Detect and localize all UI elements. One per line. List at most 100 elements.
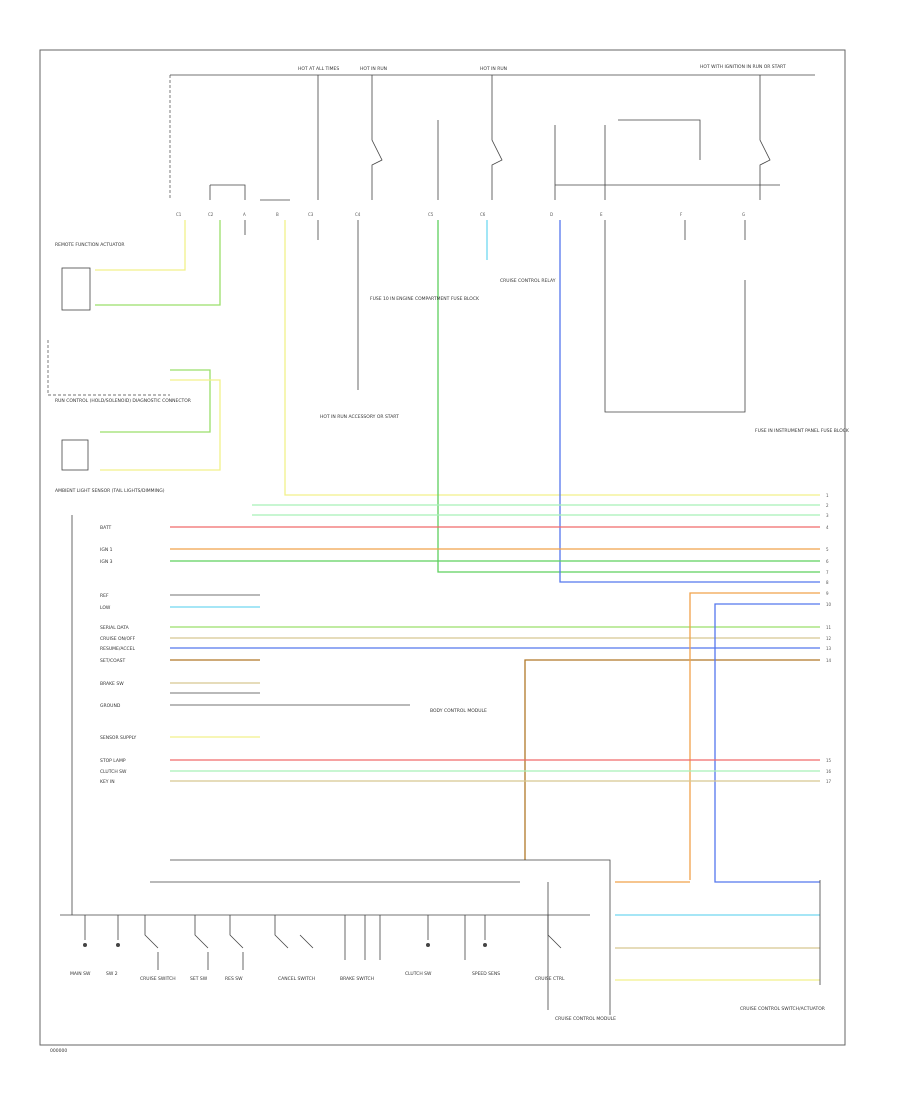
svg-text:5: 5 [826,547,829,552]
bottom-switch-row: MAIN SW SW 2 CRUISE SWITCH SET SW RES SW… [70,915,565,982]
svg-text:C5: C5 [428,212,434,217]
pin-label: CLUTCH SW [100,769,127,775]
svg-text:7: 7 [826,570,829,575]
wire-green-1 [95,220,221,306]
black-signal-wires [60,220,821,1015]
svg-text:2: 2 [826,503,829,508]
feed-label-1: HOT AT ALL TIMES [298,66,339,72]
middle-annotations: HOT IN RUN ACCESSORY OR START FUSE 10 IN… [320,278,850,1022]
svg-text:C4: C4 [355,212,361,217]
svg-text:SW 2: SW 2 [106,971,118,977]
bottom-right-label: CRUISE CONTROL SWITCH/ACTUATOR [740,1006,825,1012]
wire-blue-main [559,220,820,583]
switch: RES SW [225,915,244,982]
pin-label: GROUND [100,703,121,709]
svg-text:MAIN SW: MAIN SW [70,971,91,977]
svg-text:C1: C1 [176,212,182,217]
mid-label-3: CRUISE CONTROL RELAY [500,278,556,284]
svg-text:13: 13 [826,646,832,651]
switch: CLUTCH SW [405,915,432,977]
left-label-3: AMBIENT LIGHT SENSOR (TAIL LIGHTS/DIMMIN… [55,488,165,494]
module-pin-labels: BATT IGN 1 IGN 3 REF LOW SERIAL DATA CRU… [100,525,137,785]
svg-text:BRAKE SWITCH: BRAKE SWITCH [340,976,374,982]
pin-label: REF [100,593,109,599]
figure-id: 000000 [50,1048,67,1054]
svg-text:8: 8 [826,580,829,585]
svg-text:C6: C6 [480,212,486,217]
pin-label: IGN 1 [100,547,113,553]
switch: SW 2 [106,915,120,977]
pin-label: SENSOR SUPPLY [100,735,137,741]
svg-text:15: 15 [826,758,832,763]
mid-label-2: FUSE 10 IN ENGINE COMPARTMENT FUSE BLOCK [370,296,480,302]
svg-text:4: 4 [826,525,829,530]
light-sensor-box [61,439,89,471]
svg-text:D: D [550,212,553,217]
svg-text:3: 3 [826,513,829,518]
pin-label: RESUME/ACCEL [100,646,135,652]
feed-label-4: HOT WITH IGNITION IN RUN OR START [700,64,786,70]
right-wire-endpoints: 1 2 3 4 5 6 7 8 9 10 11 12 13 14 15 16 1… [826,493,832,784]
wire-lime-diag [100,369,211,433]
svg-text:11: 11 [826,625,832,630]
svg-text:1: 1 [826,493,829,498]
switch: CRUISE CTRL [535,915,565,982]
svg-text:10: 10 [826,602,832,607]
left-label-1: REMOTE FUNCTION ACTUATOR [55,242,125,248]
svg-text:G: G [742,212,745,217]
diagram-frame [39,49,846,1046]
svg-text:B: B [276,212,279,217]
pin-label: IGN 3 [100,559,113,565]
feed-label-2: HOT IN RUN [360,66,387,72]
svg-text:C2: C2 [208,212,214,217]
svg-text:14: 14 [826,658,832,663]
module-label-ccm: CRUISE CONTROL MODULE [555,1016,616,1022]
svg-text:CRUISE SWITCH: CRUISE SWITCH [140,976,176,982]
svg-text:6: 6 [826,559,829,564]
svg-text:C3: C3 [308,212,314,217]
svg-text:12: 12 [826,636,832,641]
wire-yellow-main [284,220,820,496]
pin-label: LOW [100,605,111,611]
svg-text:CLUTCH SW: CLUTCH SW [405,971,432,977]
wire-brown-loop [524,659,820,860]
svg-text:RES SW: RES SW [225,976,243,982]
svg-text:CANCEL SWITCH: CANCEL SWITCH [278,976,315,982]
pin-label: BATT [100,525,111,531]
feed-label-3: HOT IN RUN [480,66,507,72]
connector-row: C1 C2 A B C3 C4 C5 C6 D E F G [176,212,745,217]
wire-blue-feed [714,603,820,883]
pin-label: SET/COAST [100,658,126,664]
top-fuse-drops [209,75,780,201]
svg-text:CRUISE CTRL: CRUISE CTRL [535,976,565,982]
pin-label: STOP LAMP [100,758,126,764]
wire-harness [95,220,820,981]
switch: SPEED SENS [464,915,500,977]
switch: CRUISE SWITCH [140,915,176,982]
switch: CANCEL SWITCH [274,915,315,982]
switch: MAIN SW [70,915,91,977]
pin-label: SERIAL DATA [100,625,130,631]
svg-text:SPEED SENS: SPEED SENS [472,971,500,977]
module-label-bcm: BODY CONTROL MODULE [430,708,487,714]
mid-label-4: FUSE IN INSTRUMENT PANEL FUSE BLOCK [755,428,850,434]
pin-label: BRAKE SW [100,681,124,687]
left-components: REMOTE FUNCTION ACTUATOR RUN CONTROL (HO… [47,242,191,494]
left-label-2: RUN CONTROL (HOLD/SOLENOID) DIAGNOSTIC C… [55,398,191,404]
svg-text:SET SW: SET SW [190,976,208,982]
svg-text:17: 17 [826,779,832,784]
wire-green-main [437,220,820,573]
svg-text:A: A [243,212,246,217]
remote-actuator-box [61,267,91,311]
svg-text:9: 9 [826,591,829,596]
wire-orange-feed [689,592,820,880]
pin-label: CRUISE ON/OFF [100,636,136,642]
switch: BRAKE SWITCH [340,915,381,982]
svg-text:F: F [680,212,683,217]
wire-yellow-1 [95,220,186,271]
top-power-feeds: HOT AT ALL TIMES HOT IN RUN HOT IN RUN H… [169,64,815,200]
svg-text:16: 16 [826,769,832,774]
switch: SET SW [190,915,209,982]
wire-yellow-diag [100,379,221,471]
